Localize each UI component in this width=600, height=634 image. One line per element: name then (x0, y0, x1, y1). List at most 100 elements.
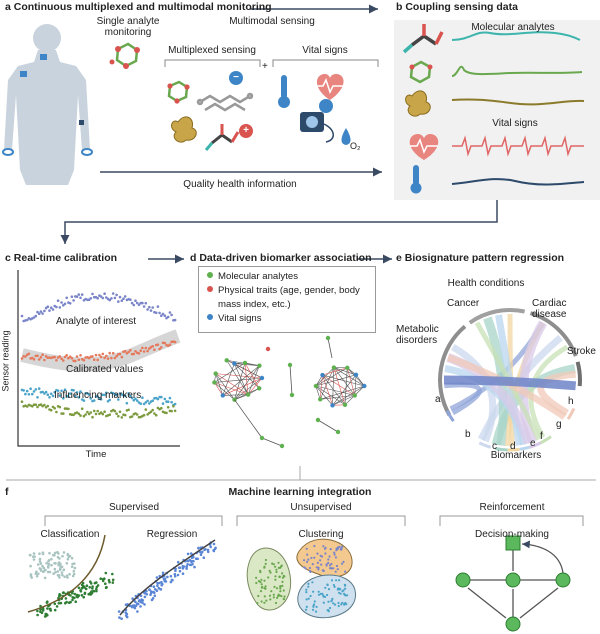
cluster-point-green (263, 565, 266, 568)
classification-point-dark (107, 578, 111, 582)
influencing-point-green (92, 409, 96, 413)
cluster-point-blue (338, 579, 341, 582)
arc-biomarker (528, 441, 542, 449)
thermometer-icon (278, 75, 290, 108)
cluster-point-green (280, 564, 283, 567)
cluster-point-purple (332, 567, 335, 570)
cluster-point-blue (319, 592, 322, 596)
metabolic-line-1: Metabolic (396, 324, 439, 335)
cluster-point-blue (340, 603, 343, 606)
regression-point (131, 597, 134, 600)
classification-point-dark (64, 601, 67, 605)
network-node (242, 360, 248, 366)
classification-point-light (38, 552, 41, 555)
cluster-point-blue (307, 585, 310, 588)
influencing-point-blue (34, 388, 38, 391)
analyte-point (79, 296, 82, 300)
regression-point (181, 565, 185, 568)
network-edge (226, 360, 249, 395)
regression-point (185, 565, 188, 568)
cluster-point-blue (317, 590, 320, 593)
influencing-point-blue (166, 400, 170, 404)
calibrated-point (160, 346, 163, 349)
cluster-point-green (260, 583, 263, 586)
influencing-point-green (20, 400, 24, 404)
cluster-point-blue (317, 593, 321, 596)
regression-point (139, 594, 143, 598)
cluster-point-blue (330, 600, 333, 603)
b-protein-icon (405, 90, 431, 117)
influencing-point-green (58, 405, 62, 409)
cluster-point-blue (337, 604, 340, 608)
panel-d-letter: d (190, 252, 197, 264)
calibrated-point (146, 349, 149, 353)
influencing-point-green (165, 411, 168, 415)
cluster-point-blue (341, 601, 344, 604)
classification-point-light (56, 550, 59, 554)
regression-point (120, 617, 123, 620)
classification-point-light (33, 555, 36, 558)
influencing-point-green (77, 412, 81, 416)
cluster-point-green (257, 580, 260, 583)
cluster-point-blue (307, 597, 310, 600)
lactate-molecule-icon (204, 124, 240, 151)
panel-a-letter: a (5, 1, 11, 13)
classification-point-light (54, 571, 57, 574)
analyte-point (34, 314, 38, 318)
network-node (331, 365, 337, 370)
cluster-point-green (272, 596, 275, 599)
cluster-point-purple (319, 554, 322, 557)
influencing-point-green (142, 413, 146, 417)
arc-biomarker (445, 410, 455, 422)
analyte-point (68, 302, 72, 305)
legend-text-physical-cont: mass index, etc.) (218, 299, 291, 310)
classification-point-light (56, 570, 60, 573)
cluster-point-green (255, 581, 258, 585)
regression-point (153, 588, 157, 591)
influencing-point-green (79, 414, 82, 417)
analyte-point (101, 296, 105, 300)
influencing-point-blue (27, 393, 31, 396)
cluster-point-purple (313, 556, 316, 559)
network-edge (354, 374, 357, 396)
classification-point-dark (36, 613, 39, 617)
network-edge (234, 399, 263, 439)
classification-point-light (67, 555, 71, 558)
classification-point-dark (85, 584, 89, 587)
classification-point-dark (90, 590, 93, 593)
classification-point-light (62, 568, 65, 572)
regression-point (206, 548, 210, 552)
biomarkers-label: Biomarkers (490, 450, 542, 461)
analyte-point (120, 299, 124, 303)
classification-point-light (39, 569, 43, 572)
cluster-point-blue (338, 591, 341, 594)
network-edge (215, 373, 224, 396)
network-edge (234, 394, 249, 400)
multiplex-bracket (164, 59, 379, 67)
influencing-point-blue (79, 390, 82, 393)
regression-point (131, 604, 134, 608)
cluster-point-blue (333, 603, 337, 606)
panel-a-heading: Continuous multiplexed and multimodal mo… (13, 1, 272, 13)
network-node (224, 358, 229, 363)
network-edge (215, 373, 249, 395)
association-network (212, 335, 367, 449)
regression-point (156, 584, 159, 587)
analyte-point (149, 309, 153, 312)
influencing-point-blue (117, 398, 120, 401)
cluster-point-blue (307, 582, 310, 586)
classification-point-dark (73, 596, 76, 600)
analyte-point (75, 295, 79, 299)
cluster-point-blue (309, 594, 312, 598)
network-edge (222, 363, 235, 396)
calibrated-point (137, 352, 141, 355)
cluster-point-purple (333, 553, 336, 556)
influencing-point-green (84, 413, 87, 416)
cardiac-label: Cardiac disease (532, 298, 566, 320)
analyte-point (32, 316, 36, 319)
arc-biomarker (540, 435, 552, 445)
influencing-point-blue (173, 402, 177, 406)
influencing-point-blue (151, 399, 154, 403)
classification-point-light (65, 562, 69, 565)
classification-point-dark (103, 577, 106, 580)
